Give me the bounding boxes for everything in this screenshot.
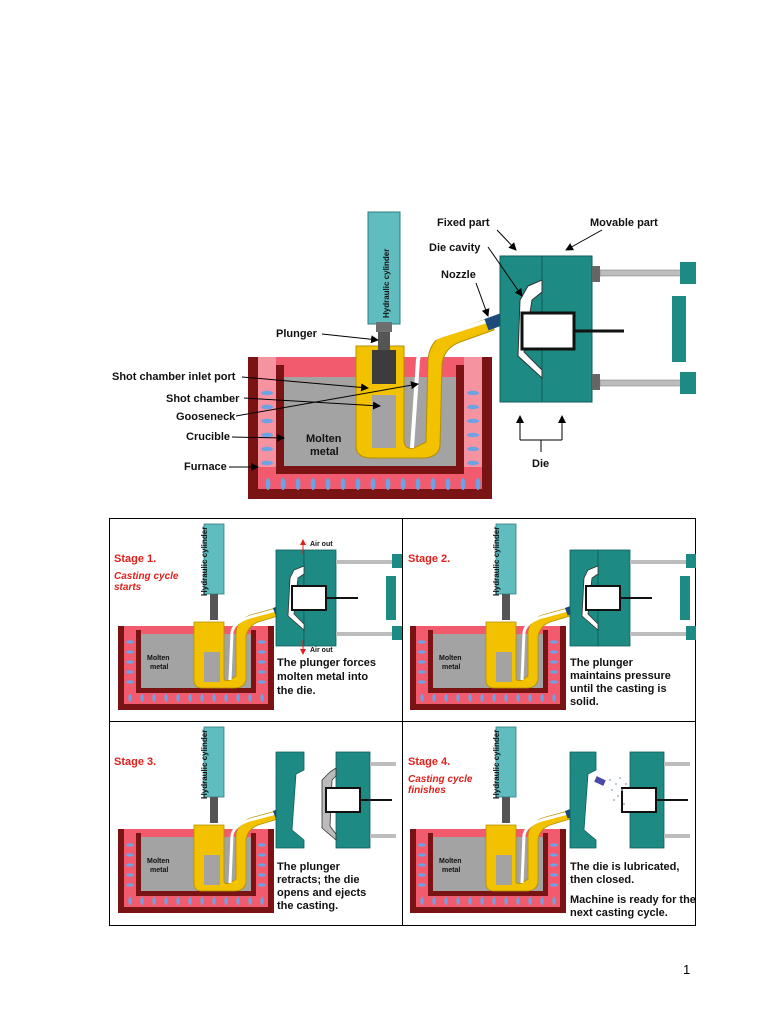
stage-4-molten-line1: Molten: [439, 858, 462, 865]
leader-arrows: [229, 229, 603, 471]
stage-2-desc-line1: The plunger: [570, 657, 634, 669]
stage-3-cylinder-label: Hydraulic cylinder: [200, 730, 209, 799]
stage-1-air-out-top: Air out: [310, 541, 333, 548]
die-label: Die: [532, 458, 549, 470]
stage-1-subtitle-line2: starts: [114, 582, 142, 593]
gooseneck-label: Gooseneck: [176, 411, 236, 423]
stage-2-cylinder-label: Hydraulic cylinder: [492, 527, 501, 596]
stage-3-title: Stage 3.: [114, 756, 156, 768]
stage-1-desc-line3: the die.: [277, 685, 316, 697]
stage-2-molten-line2: metal: [442, 664, 460, 671]
furnace-label: Furnace: [184, 461, 227, 473]
stage-3-desc-line2: retracts; the die: [277, 874, 360, 886]
stage-4-desc-line1: The die is lubricated,: [570, 861, 679, 873]
stage-1-desc-line2: molten metal into: [277, 671, 368, 683]
stage-4-subtitle-line1: Casting cycle: [408, 774, 473, 785]
stage-4-desc-line2: then closed.: [570, 874, 634, 886]
fixed-part-label: Fixed part: [437, 217, 490, 229]
main-die-casting-diagram: Hydraulic cylinder Fixed part Movable pa…: [112, 211, 696, 499]
stage-1-panel: Hydraulic cylinder Stage 1. Casting cycl…: [114, 522, 403, 712]
stage-4-desc-line4: Machine is ready for the: [570, 894, 696, 906]
stage-4-molten-line2: metal: [442, 867, 460, 874]
die: [499, 255, 696, 403]
page-number: 1: [683, 962, 691, 977]
stage-3-desc-line3: opens and ejects: [277, 887, 366, 899]
stage-1-molten-line1: Molten: [147, 655, 170, 662]
molten-metal-label-line1: Molten: [306, 433, 342, 445]
crucible-label: Crucible: [186, 431, 230, 443]
stage-3-molten-line1: Molten: [147, 858, 170, 865]
shot-chamber-label: Shot chamber: [166, 393, 240, 405]
stage-2-panel: Hydraulic cylinder Stage 2. Molten metal…: [408, 522, 697, 712]
shot-chamber-inlet-port-label: Shot chamber inlet port: [112, 371, 236, 383]
stage-4-title: Stage 4.: [408, 756, 450, 768]
stage-2-desc-line2: maintains pressure: [570, 670, 671, 682]
stage-3-molten-line2: metal: [150, 867, 168, 874]
stages-frame: [109, 518, 696, 926]
stage-3-desc-line1: The plunger: [277, 861, 341, 873]
stage-4-desc-line5: next casting cycle.: [570, 907, 668, 919]
die-cavity-label: Die cavity: [429, 242, 481, 254]
stage-1-cylinder-label: Hydraulic cylinder: [200, 527, 209, 596]
stage-3-open-die: [275, 751, 396, 849]
stages-grid: Hydraulic cylinder Stage 1. Casting cycl…: [109, 518, 697, 926]
plunger-label: Plunger: [276, 328, 318, 340]
stage-3-desc-line4: the casting.: [277, 900, 338, 912]
stage-4-cylinder-label: Hydraulic cylinder: [492, 730, 501, 799]
plunger: [372, 332, 396, 384]
stage-2-molten-line1: Molten: [439, 655, 462, 662]
stage-1-title: Stage 1.: [114, 553, 156, 565]
molten-metal-label-line2: metal: [310, 446, 339, 458]
hydraulic-cylinder: Hydraulic cylinder: [367, 211, 401, 332]
stage-3-panel: Hydraulic cylinder Stage 3. Molten metal…: [114, 725, 396, 915]
stage-4-open-die: [569, 751, 690, 849]
nozzle: [484, 313, 504, 331]
hydraulic-cylinder-label: Hydraulic cylinder: [382, 249, 391, 318]
stage-4-panel: Hydraulic cylinder Stage 4. Casting cycl…: [408, 725, 696, 919]
stage-1-air-out-bottom: Air out: [310, 647, 333, 654]
stage-2-desc-line3: until the casting is: [570, 683, 667, 695]
nozzle-label: Nozzle: [441, 269, 476, 281]
movable-part-label: Movable part: [590, 217, 658, 229]
stage-1-desc-line1: The plunger forces: [277, 657, 376, 669]
stage-4-subtitle-line2: finishes: [408, 785, 446, 796]
stage-1-molten-line2: metal: [150, 664, 168, 671]
stage-2-title: Stage 2.: [408, 553, 450, 565]
stage-2-desc-line4: solid.: [570, 696, 599, 708]
stage-1-subtitle-line1: Casting cycle: [114, 571, 179, 582]
